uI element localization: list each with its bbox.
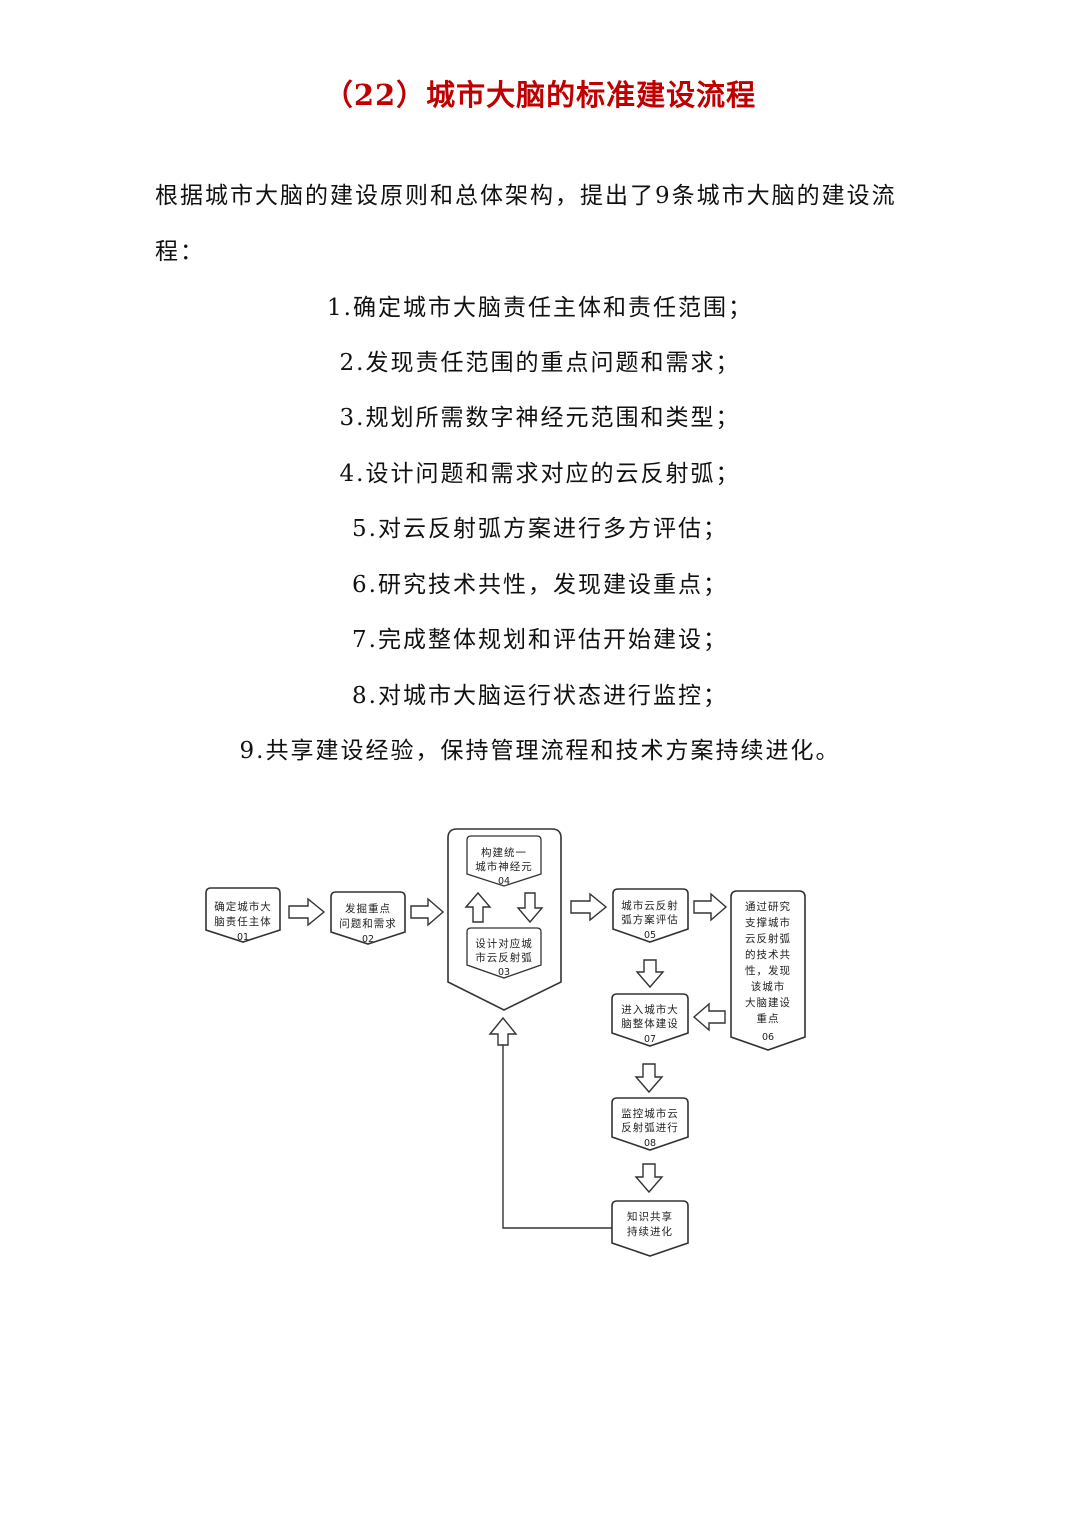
node-04: 构建统一 城市神经元 04 [466,835,542,887]
node-03-line1: 设计对应城 [475,937,533,950]
node-02-number: 02 [362,934,374,945]
intro-paragraph-line2: 程： [155,239,205,265]
arrow-down-icon [635,959,665,989]
arrow-down-icon [634,1063,664,1094]
node-06: 通过研究 支撑城市 云反射弧 的技术共 性，发现 该城市 大脑建设 重点 06 [730,890,806,1051]
node-01-line2: 脑责任主体 [214,915,272,928]
intro-paragraph-line1: 根据城市大脑的建设原则和总体架构，提出了9条城市大脑的建设流 [155,183,897,209]
node-06-line1: 通过研究 [745,900,791,913]
node-08: 监控城市云 反射弧进行 08 [611,1097,689,1151]
node-07: 进入城市大 脑整体建设 07 [611,993,689,1047]
step-item-6: 6.研究技术共性，发现建设重点； [352,572,728,598]
node-02-line1: 发掘重点 [345,902,391,915]
step-item-9: 9.共享建设经验，保持管理流程和技术方案持续进化。 [239,738,841,764]
arrow-right-icon [693,892,728,922]
node-09-line2: 持续进化 [627,1225,673,1238]
step-item-7: 7.完成整体规划和评估开始建设； [352,627,728,653]
node-06-line8: 重点 [757,1012,780,1025]
arrow-up-icon [488,1016,518,1046]
node-03-line2: 市云反射弧 [475,951,533,964]
node-02: 发掘重点 问题和需求 02 [330,891,406,945]
node-09: 知识共享 持续进化 [611,1200,689,1257]
node-01-number: 01 [237,932,249,943]
arrow-right-icon [410,897,445,927]
node-08-number: 08 [644,1138,656,1149]
node-06-line4: 的技术共 [745,948,791,961]
step-item-5: 5.对云反射弧方案进行多方评估； [352,516,728,542]
node-06-line6: 该城市 [751,980,786,993]
node-06-number: 06 [762,1032,774,1043]
arrow-right-icon [288,897,326,927]
node-06-line3: 云反射弧 [745,932,791,945]
node-01: 确定城市大 脑责任主体 01 [205,887,281,943]
node-06-line7: 大脑建设 [745,996,791,1009]
node-05: 城市云反射 弧方案评估 05 [612,888,689,943]
node-07-line1: 进入城市大 [621,1003,679,1016]
node-03: 设计对应城 市云反射弧 03 [466,927,542,979]
step-item-2: 2.发现责任范围的重点问题和需求； [339,350,741,376]
arrow-right-icon [570,892,608,922]
step-item-3: 3.规划所需数字神经元范围和类型； [339,405,741,431]
page-title: （22）城市大脑的标准建设流程 [323,78,757,112]
step-item-1: 1.确定城市大脑责任主体和责任范围； [327,295,753,321]
node-01-line1: 确定城市大 [214,900,272,913]
step-item-4: 4.设计问题和需求对应的云反射弧； [339,461,741,487]
node-07-line2: 脑整体建设 [621,1017,679,1030]
node-06-line2: 支撑城市 [745,916,791,929]
arrow-down-icon [516,892,544,924]
node-04-line2: 城市神经元 [475,860,533,873]
feedback-loop-line [502,1040,612,1229]
node-08-line1: 监控城市云 [621,1107,679,1120]
arrow-up-icon [464,891,492,923]
node-03-number: 03 [498,967,510,978]
arrow-left-icon [692,1002,726,1032]
node-08-line2: 反射弧进行 [621,1121,679,1134]
node-02-line2: 问题和需求 [339,917,397,930]
node-05-line2: 弧方案评估 [621,913,679,926]
node-07-number: 07 [644,1034,656,1045]
node-05-number: 05 [644,930,656,941]
arrow-down-icon [634,1163,664,1194]
flowchart-diagram: 确定城市大 脑责任主体 01 发掘重点 问题和需求 02 构建统一 城市神经元 … [205,828,806,1257]
node-05-line1: 城市云反射 [621,899,679,912]
node-06-line5: 性，发现 [745,964,791,977]
node-09-line1: 知识共享 [627,1210,673,1223]
step-item-8: 8.对城市大脑运行状态进行监控； [352,683,728,709]
node-04-number: 04 [498,876,510,887]
node-04-line1: 构建统一 [481,846,527,859]
